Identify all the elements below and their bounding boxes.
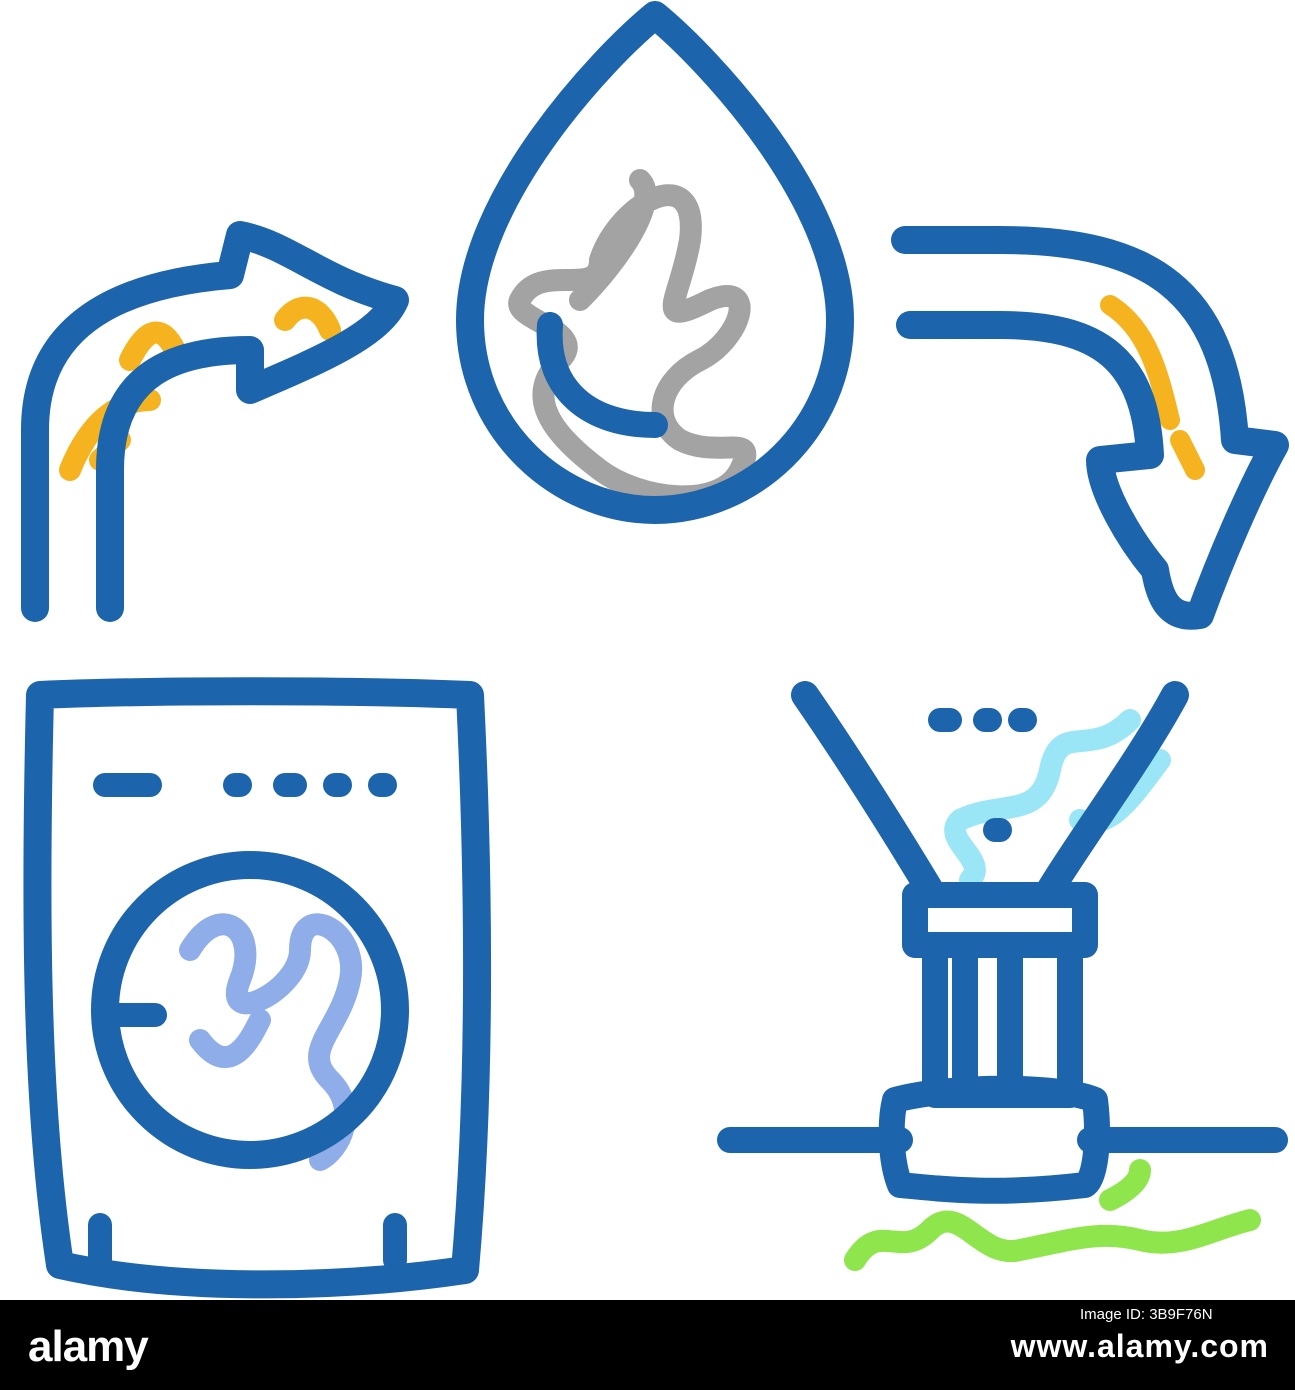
sprinkler-icon [717, 681, 1288, 1271]
arrow-down-right-icon [891, 226, 1289, 630]
watermark-band: alamy Image ID: 3B9F76N www.alamy.com [0, 1300, 1295, 1390]
brand-logo-text: alamy [28, 1322, 149, 1371]
water-recycling-illustration [21, 1, 1289, 1299]
brand-mark [20, 1318, 26, 1372]
arrow-up-right-icon [21, 221, 409, 622]
water-drop-icon [456, 1, 854, 524]
image-code: www.alamy.com [1010, 1328, 1269, 1364]
image-id-label: Image ID: 3B9F76N [1080, 1306, 1213, 1323]
washing-machine-icon [23, 677, 491, 1299]
